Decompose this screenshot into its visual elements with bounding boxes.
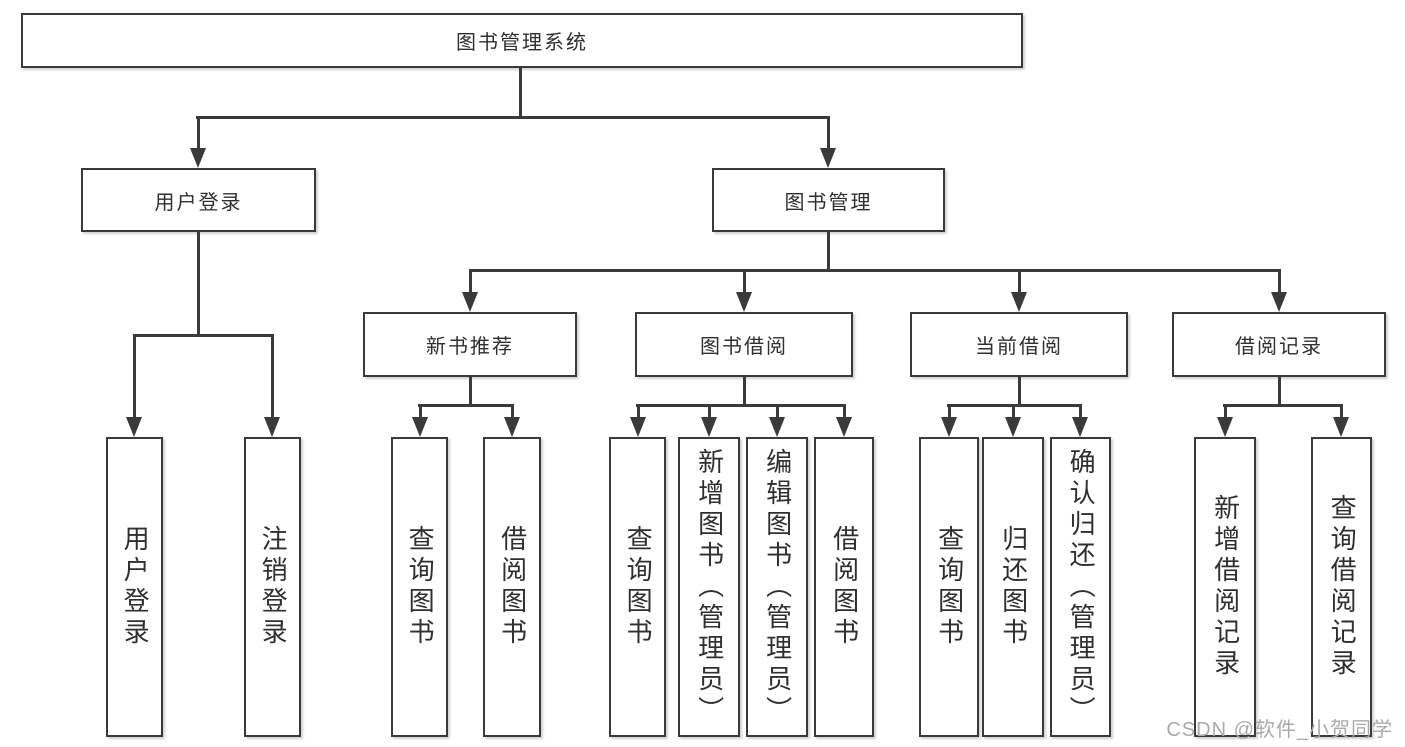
- connector-new-book-stem: [469, 377, 472, 405]
- leaf-nb-borrow-books-label: 借阅图书: [497, 525, 528, 649]
- leaf-cb-query-books: 查询图书: [919, 437, 979, 737]
- connector-root-stem: [519, 68, 522, 117]
- connector-to-book-borrow: [743, 269, 746, 294]
- connector-book-borrow-branch: [636, 404, 845, 407]
- connector-to-cb-query: [948, 404, 951, 420]
- leaf-logout: 注销登录: [244, 437, 301, 737]
- node-new-book-recommend: 新书推荐: [363, 312, 577, 377]
- node-current-borrow-label: 当前借阅: [975, 336, 1063, 358]
- connector-to-new-book: [469, 269, 472, 294]
- leaf-nb-query-books: 查询图书: [391, 437, 448, 737]
- arrowhead-cb-return: [1005, 417, 1021, 437]
- leaf-bb-add-books-admin: 新增图书（管理员）: [678, 437, 740, 737]
- csdn-watermark: CSDN @软件_小贺同学: [1166, 719, 1393, 741]
- leaf-cb-confirm-return-admin: 确认归还（管理员）: [1050, 437, 1111, 737]
- arrowhead-bb-borrow: [836, 417, 852, 437]
- connector-to-bb-query: [637, 404, 640, 420]
- arrowhead-book-management: [820, 148, 836, 168]
- leaf-cb-confirm-return-admin-label: 确认归还（管理员）: [1066, 447, 1097, 727]
- node-current-borrow: 当前借阅: [910, 312, 1128, 377]
- connector-book-management-stem: [827, 232, 830, 272]
- node-book-borrow-label: 图书借阅: [700, 336, 788, 358]
- connector-current-borrow-stem: [1018, 377, 1021, 405]
- node-new-book-recommend-label: 新书推荐: [426, 336, 514, 358]
- connector-to-leaf-login: [133, 334, 136, 419]
- node-user-login: 用户登录: [81, 168, 316, 232]
- leaf-cb-return-books-label: 归还图书: [998, 525, 1029, 649]
- connector-borrow-records-stem: [1278, 377, 1281, 405]
- connector-book-borrow-stem: [743, 377, 746, 405]
- connector-new-book-branch: [418, 404, 513, 407]
- node-book-management-label: 图书管理: [784, 191, 873, 214]
- arrowhead-nb-borrow: [504, 417, 520, 437]
- leaf-br-add-record-label: 新增借阅记录: [1210, 494, 1241, 680]
- connector-to-cb-return: [1012, 404, 1015, 420]
- leaf-bb-borrow-books-label: 借阅图书: [829, 525, 860, 649]
- node-borrow-records: 借阅记录: [1172, 312, 1386, 377]
- connector-to-nb-query: [419, 404, 422, 420]
- connector-to-br-query: [1340, 404, 1343, 420]
- node-root-label: 图书管理系统: [456, 32, 588, 54]
- arrowhead-cb-confirm: [1072, 417, 1088, 437]
- connector-level3-branch: [469, 269, 1281, 272]
- connector-to-leaf-logout: [271, 334, 274, 419]
- leaf-bb-query-books: 查询图书: [609, 437, 666, 737]
- connector-to-bb-borrow: [843, 404, 846, 420]
- leaf-bb-borrow-books: 借阅图书: [814, 437, 874, 737]
- leaf-nb-borrow-books: 借阅图书: [483, 437, 541, 737]
- connector-level2-branch: [196, 116, 830, 119]
- arrowhead-bb-edit: [769, 417, 785, 437]
- node-user-login-label: 用户登录: [154, 191, 243, 214]
- arrowhead-new-book: [462, 292, 478, 312]
- connector-user-login-branch: [133, 334, 274, 337]
- leaf-br-query-record: 查询借阅记录: [1311, 437, 1372, 737]
- node-borrow-records-label: 借阅记录: [1235, 336, 1323, 358]
- leaf-cb-query-books-label: 查询图书: [934, 525, 965, 649]
- node-root: 图书管理系统: [21, 13, 1023, 68]
- leaf-nb-query-books-label: 查询图书: [405, 525, 436, 649]
- arrowhead-book-borrow: [736, 292, 752, 312]
- leaf-br-query-record-label: 查询借阅记录: [1327, 494, 1358, 680]
- connector-to-nb-borrow: [511, 404, 514, 420]
- connector-to-cb-confirm: [1079, 404, 1082, 420]
- arrowhead-br-query: [1333, 417, 1349, 437]
- arrowhead-cb-query: [941, 417, 957, 437]
- leaf-bb-edit-books-admin: 编辑图书（管理员）: [746, 437, 808, 737]
- leaf-bb-add-books-admin-label: 新增图书（管理员）: [694, 447, 725, 727]
- connector-to-book-management: [827, 116, 830, 150]
- connector-to-bb-edit: [776, 404, 779, 420]
- connector-to-borrow-records: [1278, 269, 1281, 294]
- leaf-br-add-record: 新增借阅记录: [1194, 437, 1256, 737]
- leaf-bb-edit-books-admin-label: 编辑图书（管理员）: [762, 447, 793, 727]
- arrowhead-user-login: [190, 148, 206, 168]
- connector-borrow-records-branch: [1223, 404, 1343, 407]
- arrowhead-borrow-records: [1271, 292, 1287, 312]
- connector-to-bb-add: [708, 404, 711, 420]
- arrowhead-bb-query: [630, 417, 646, 437]
- arrowhead-br-add: [1217, 417, 1233, 437]
- leaf-logout-label: 注销登录: [258, 525, 289, 649]
- leaf-user-login-label: 用户登录: [120, 525, 151, 649]
- leaf-cb-return-books: 归还图书: [982, 437, 1044, 737]
- arrowhead-nb-query: [412, 417, 428, 437]
- connector-to-br-add: [1224, 404, 1227, 420]
- connector-to-current-borrow: [1018, 269, 1021, 294]
- arrowhead-bb-add: [701, 417, 717, 437]
- leaf-bb-query-books-label: 查询图书: [623, 525, 654, 649]
- connector-to-user-login: [197, 116, 200, 150]
- connector-user-login-stem: [197, 232, 200, 336]
- node-book-management: 图书管理: [712, 168, 945, 232]
- node-book-borrow: 图书借阅: [635, 312, 853, 377]
- arrowhead-leaf-logout: [264, 417, 280, 437]
- leaf-user-login: 用户登录: [106, 437, 163, 737]
- arrowhead-current-borrow: [1011, 292, 1027, 312]
- arrowhead-leaf-login: [126, 417, 142, 437]
